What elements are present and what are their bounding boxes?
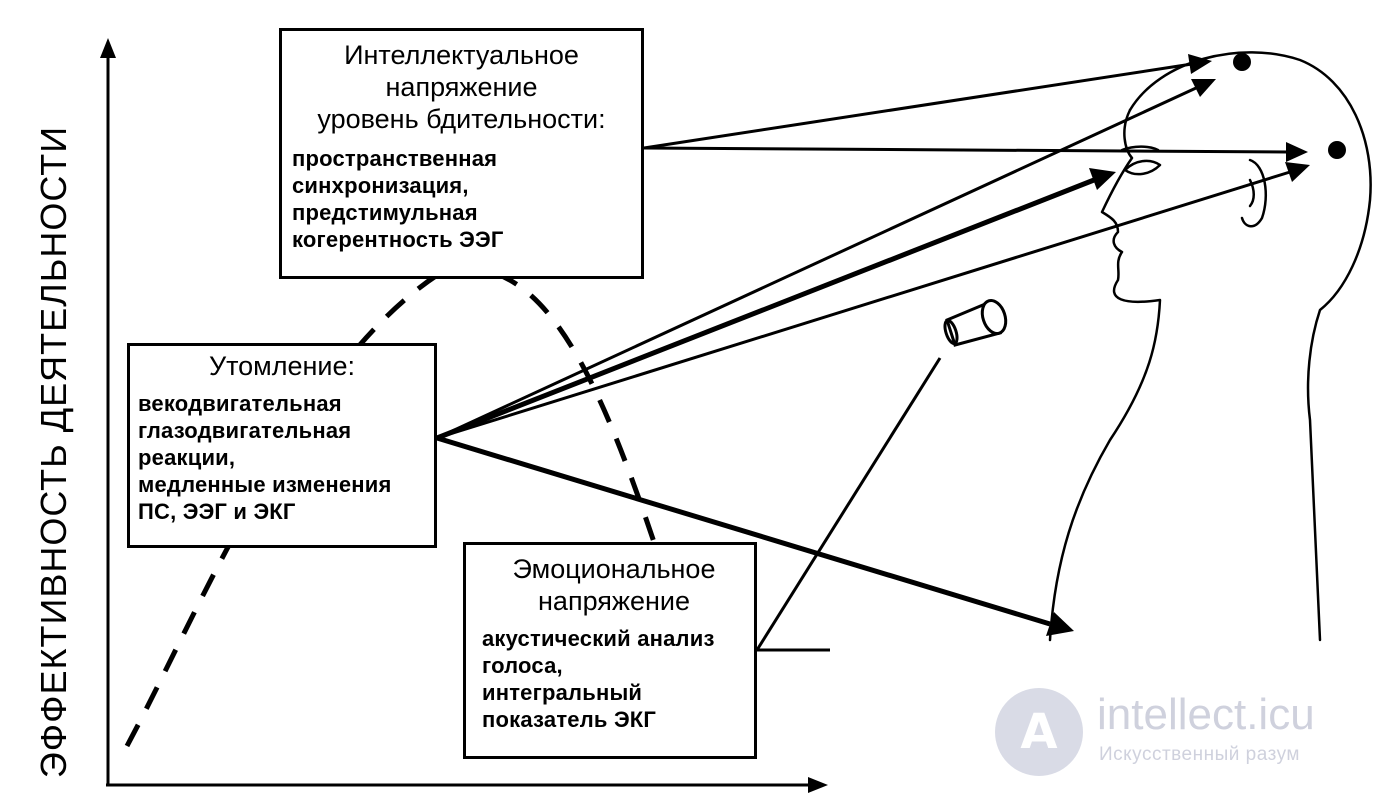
arrowhead-eye — [1089, 168, 1116, 190]
connector-lines — [436, 62, 1291, 652]
arrowhead-side-dot-b — [1285, 162, 1310, 182]
y-axis-arrowhead — [100, 38, 116, 58]
electrode-dot-icon-top — [1233, 53, 1251, 71]
intellectual-strain-heading: Интеллектуальное напряжение уровень бдит… — [317, 40, 606, 134]
arrow-intel-to-top-dot — [643, 62, 1193, 150]
arrow-intel-to-side-dot — [643, 146, 1289, 154]
microphone-icon — [943, 298, 1008, 347]
line-emo-to-microphone — [755, 357, 942, 651]
arrowhead-chest — [1046, 612, 1074, 636]
fatigue-box: Утомление: векодвигательная глазодвигате… — [127, 343, 437, 548]
fatigue-heading: Утомление: — [208, 351, 356, 381]
electrode-dot-icon-side — [1328, 141, 1346, 159]
watermark: A intellect.icu Искусственный разум — [995, 688, 1365, 778]
head-profile-icon — [1048, 51, 1372, 642]
performance-curve-dashed — [124, 265, 663, 748]
arrow-fatigue-to-chest — [436, 435, 1051, 627]
intellectual-strain-details: пространственная синхронизация, предстим… — [292, 146, 504, 252]
arrow-fatigue-to-side-dot — [436, 170, 1291, 440]
axes — [100, 38, 828, 793]
arrow-fatigue-to-top-dot — [436, 86, 1197, 440]
watermark-subtitle: Искусственный разум — [1099, 744, 1300, 765]
emotional-strain-box: Эмоциональное напряжение акустический ан… — [463, 542, 757, 759]
intellectual-strain-box: Интеллектуальное напряжение уровень бдит… — [279, 28, 644, 279]
watermark-title: intellect.icu — [1097, 690, 1315, 739]
watermark-logo-icon: A — [995, 688, 1083, 776]
x-axis-arrowhead — [808, 777, 828, 793]
emotional-strain-heading: Эмоциональное напряжение — [512, 554, 716, 616]
arrowheads — [1046, 54, 1310, 636]
emotional-strain-details: акустический анализ голоса, интегральный… — [482, 626, 715, 732]
watermark-logo-letter: A — [1020, 704, 1058, 760]
arrowhead-top-dot-a — [1188, 54, 1212, 74]
fatigue-details: векодвигательная глазодвигательная реакц… — [138, 391, 392, 524]
arrow-fatigue-to-eye — [436, 177, 1095, 441]
arrowhead-top-dot-b — [1191, 79, 1216, 97]
y-axis-label-text: ЭФФЕКТИВНОСТЬ ДЕЯТЕЛЬНОСТИ — [33, 125, 74, 779]
arrowhead-side-dot-a — [1286, 142, 1308, 162]
